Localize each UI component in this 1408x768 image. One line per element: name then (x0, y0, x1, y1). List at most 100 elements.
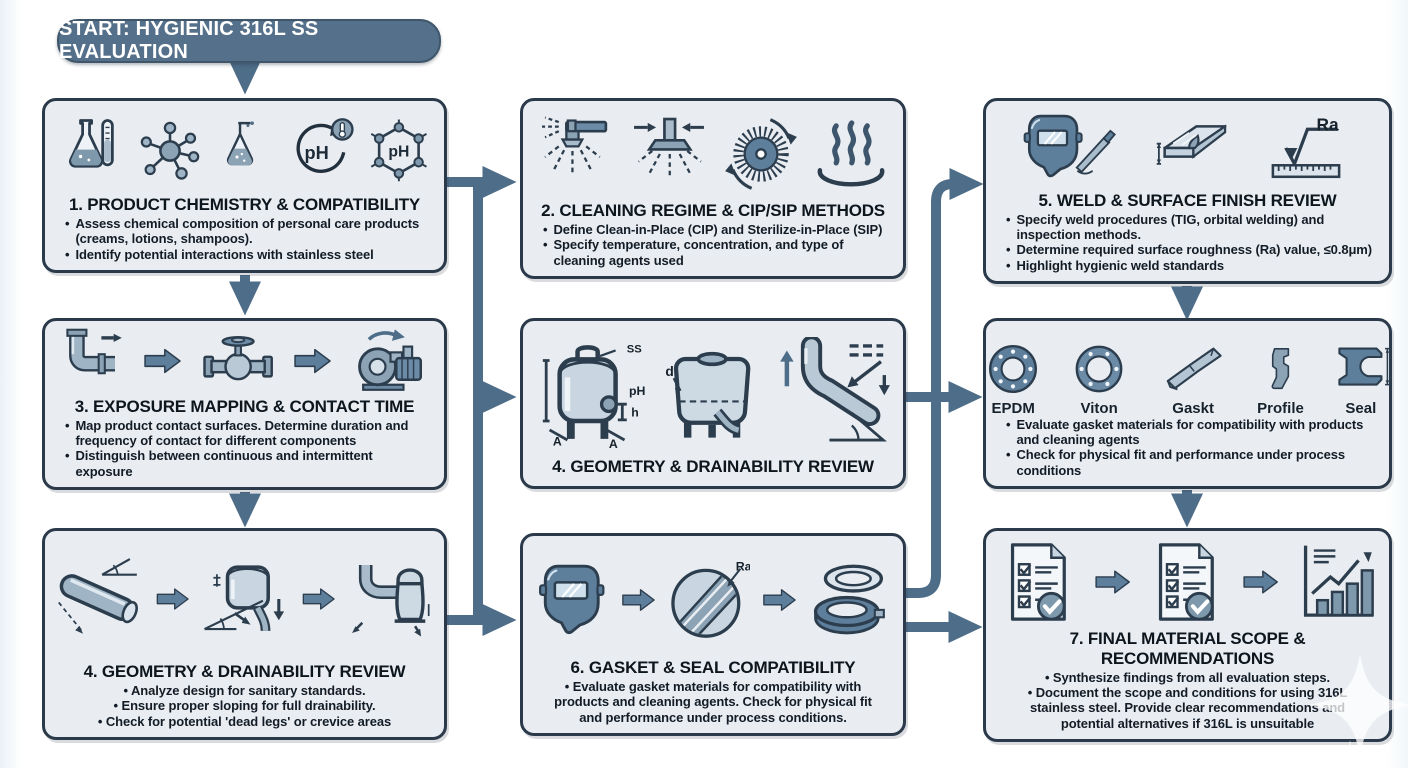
flow-arrow-icon (294, 349, 331, 374)
ph-cycle-icon: pH (296, 117, 354, 173)
seal-section-icon (1338, 347, 1391, 386)
bullet-item: Analyze design for sanitary standards. (57, 683, 432, 698)
steam-heat-icon (813, 117, 889, 191)
box-title: 4. GEOMETRY & DRAINABILITY REVIEW (552, 457, 874, 476)
valve-icon (202, 336, 273, 381)
step-box-gasket-seal-compatibility: Ra 6. GASKET & SEAL COMPATIBILITY Evalua… (520, 533, 906, 736)
gasket-item: Seal (1330, 339, 1392, 417)
ph-label: pH (629, 384, 646, 398)
h-label: h (631, 405, 639, 419)
box-title: 6. GASKET & SEAL COMPATIBILITY (570, 658, 856, 678)
icon-row (57, 328, 432, 395)
icon-row: pH pH (57, 108, 432, 193)
flask-and-testtube-icon (68, 118, 114, 168)
gasket-item-label: Profile (1257, 399, 1304, 417)
spray-nozzle-icon (540, 115, 608, 174)
flow-arrow-icon (762, 588, 796, 611)
gasket-item-label: Viton (1080, 399, 1118, 417)
weld-seam-icon (1154, 125, 1226, 166)
box-title: 1. PRODUCT CHEMISTRY & COMPATIBILITY (68, 195, 421, 215)
step-box-final-scope: 7. FINAL MATERIAL SCOPE & RECOMMENDATION… (983, 528, 1392, 742)
gasket-item-label: Gaskt (1172, 399, 1214, 417)
box-title: 3. EXPOSURE MAPPING & CONTACT TIME (74, 396, 415, 416)
icon-row: SS pH h A A d (535, 328, 891, 457)
gasket-item: Gaskt (1155, 339, 1231, 417)
flange-gasket-6hole-icon (1075, 345, 1123, 393)
box-title: 7. FINAL MATERIAL SCOPE & RECOMMENDATION… (1069, 628, 1306, 668)
start-node-label: START: HYGIENIC 316L SS EVALUATION (59, 18, 319, 63)
gasket-item-label: EPDM (991, 399, 1035, 417)
flow-arrow-icon (302, 588, 335, 610)
trunk-col2-col3-to-5 (905, 168, 984, 598)
checklist-document-icon (998, 539, 1079, 625)
gasket-materials-box: EPDM Viton Gaskt Profile Seal Evaluate g… (983, 318, 1392, 489)
bullet-list: Define Clean-in-Place (CIP) and Steriliz… (535, 222, 891, 268)
step-box-product-chemistry: pH pH 1. PRODUCT CHEMISTRY & COMPATIBILI… (42, 98, 447, 273)
bullet-list: Evaluate gasket materials for compatibil… (998, 417, 1377, 478)
bullet-item: Check for physical fit and performance u… (998, 447, 1377, 478)
bullet-list: Assess chemical composition of personal … (57, 216, 432, 262)
square-tank-drain-icon: d (665, 336, 765, 450)
bullet-item: Map product contact surfaces. Determine … (57, 418, 432, 449)
a-label: A (609, 436, 618, 450)
ra-label: Ra (735, 559, 749, 573)
bullet-item: Define Clean-in-Place (CIP) and Steriliz… (535, 222, 891, 237)
seal-rings-icon (813, 564, 886, 635)
flow-arrow-icon (1243, 570, 1278, 594)
d-label: d (665, 363, 673, 379)
gasket-item: Viton (1069, 339, 1129, 417)
spray-head-icon (632, 117, 706, 177)
bullet-item: Evaluate gasket materials for compatibil… (998, 417, 1377, 448)
gasket-item: Profile (1257, 339, 1304, 417)
welding-helmet-torch-icon (1022, 115, 1116, 178)
bent-gasket-icon (1166, 347, 1222, 391)
vertical-tank-dimensions-icon: SS pH h A A (535, 335, 646, 450)
ra-label: Ra (1316, 115, 1338, 135)
bullet-list: Analyze design for sanitary standards. E… (57, 683, 432, 729)
bullet-item: Determine required surface roughness (Ra… (998, 242, 1377, 257)
bullet-list: Evaluate gasket materials for compatibil… (548, 679, 878, 725)
step-box-weld-surface-finish: Ra 5. WELD & SURFACE FINISH REVIEW Speci… (983, 98, 1392, 284)
rotary-brush-icon (721, 115, 801, 193)
flange-gasket-8hole-icon (989, 344, 1038, 393)
ra-roughness-ruler-icon: Ra (1270, 115, 1341, 179)
start-node: START: HYGIENIC 316L SS EVALUATION (57, 18, 441, 63)
bullet-item: Synthesize findings from all evaluation … (1003, 670, 1373, 685)
icon-row: Ra (998, 108, 1377, 189)
tank-slope-drain-icon (201, 546, 289, 652)
flow-arrow-icon (621, 588, 655, 611)
vessel-pipe-icon (347, 547, 432, 651)
molecule-icon (140, 121, 200, 180)
flow-arrow-icon (156, 588, 189, 610)
step-box-exposure-mapping: 3. EXPOSURE MAPPING & CONTACT TIME Map p… (42, 318, 447, 490)
pump-icon (357, 327, 423, 392)
ph-label: pH (304, 143, 328, 163)
bullet-item: Check for potential 'dead legs' or crevi… (57, 714, 432, 729)
profile-section-icon (1271, 347, 1289, 389)
checklist-document-icon (1146, 539, 1227, 625)
step-box-cleaning-regime: 2. CLEANING REGIME & CIP/SIP METHODS Def… (520, 98, 906, 279)
box-title: 2. CLEANING REGIME & CIP/SIP METHODS (541, 201, 885, 221)
bullet-item: Specify weld procedures (TIG, orbital we… (998, 212, 1377, 243)
gasket-item: EPDM (983, 339, 1043, 417)
step-box-geometry-drainability-left: 4. GEOMETRY & DRAINABILITY REVIEW Analyz… (42, 528, 447, 740)
bullet-item: Specify temperature, concentration, and … (535, 237, 891, 268)
a-label: A (553, 434, 562, 448)
bullet-item: Assess chemical composition of personal … (57, 216, 432, 247)
growth-chart-icon (1304, 544, 1376, 618)
box-title: 5. WELD & SURFACE FINISH REVIEW (1038, 190, 1337, 210)
ss-label: SS (627, 343, 642, 355)
bullet-item: Ensure proper sloping for full drainabil… (57, 698, 432, 713)
gasket-item-row: EPDM Viton Gaskt Profile Seal (989, 328, 1391, 417)
annotated-pipe-elbow-icon (777, 337, 891, 449)
bullet-item: Highlight hygienic weld standards (998, 258, 1377, 273)
step-box-geometry-drainability-mid: SS pH h A A d 4. GEOMETRY & DRAINABILITY… (520, 318, 906, 489)
bullet-list: Synthesize findings from all evaluation … (1003, 670, 1373, 731)
welding-helmet-icon (538, 564, 605, 634)
bullet-list: Specify weld procedures (TIG, orbital we… (998, 212, 1377, 273)
bullet-item: Identify potential interactions with sta… (57, 247, 432, 262)
bullet-item: Distinguish between continuous and inter… (57, 448, 432, 479)
bullet-item: Evaluate gasket materials for compatibil… (548, 679, 878, 725)
